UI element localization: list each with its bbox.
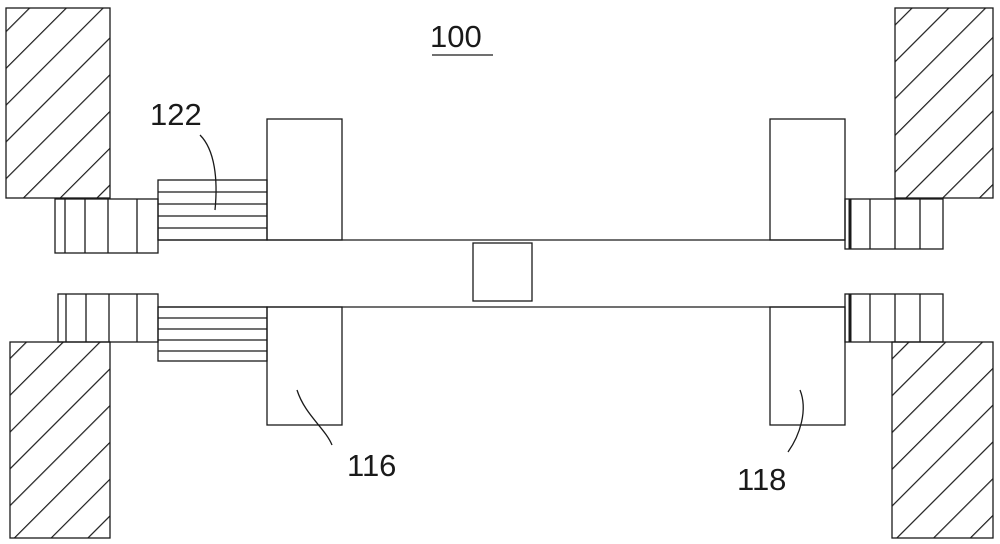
- upper-right-pad: [770, 119, 845, 240]
- leader-116: [297, 390, 332, 445]
- upper-left-stack: [158, 180, 267, 240]
- label-116: 116: [347, 448, 396, 483]
- anchor-top-right: [895, 8, 993, 198]
- proof-mass: [473, 243, 532, 301]
- anchor-bottom-left: [10, 342, 110, 538]
- leader-122: [200, 135, 216, 210]
- label-122: 122: [150, 97, 202, 132]
- upper-right-spring: [845, 199, 943, 249]
- anchor-bottom-right: [892, 342, 993, 538]
- upper-left-pad: [267, 119, 342, 240]
- lower-left-stack: [158, 307, 267, 361]
- figure-number-label: 100: [430, 19, 482, 54]
- anchor-top-left: [6, 8, 110, 198]
- lower-right-spring: [845, 294, 943, 342]
- lower-right-pad: [770, 307, 845, 425]
- label-118: 118: [737, 462, 786, 497]
- upper-left-spring: [55, 199, 158, 253]
- lower-left-spring: [58, 294, 158, 342]
- leader-118: [788, 390, 803, 452]
